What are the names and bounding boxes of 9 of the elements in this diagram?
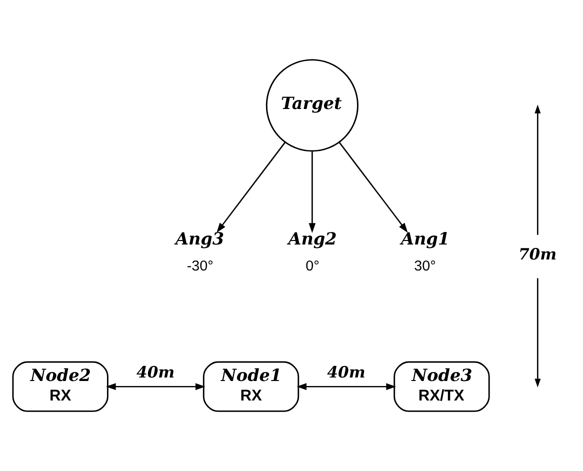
- node-text: Ang2: [288, 228, 337, 249]
- node-label: 0°: [306, 258, 320, 274]
- label: 70m: [518, 244, 557, 264]
- node-text: Ang3: [175, 228, 224, 249]
- edge-label: 40m: [327, 362, 366, 382]
- node-label: -30°: [186, 258, 214, 274]
- node-label: 30°: [414, 258, 436, 274]
- node-text: Ang1: [400, 228, 450, 249]
- edge-label: 40m: [136, 362, 175, 382]
